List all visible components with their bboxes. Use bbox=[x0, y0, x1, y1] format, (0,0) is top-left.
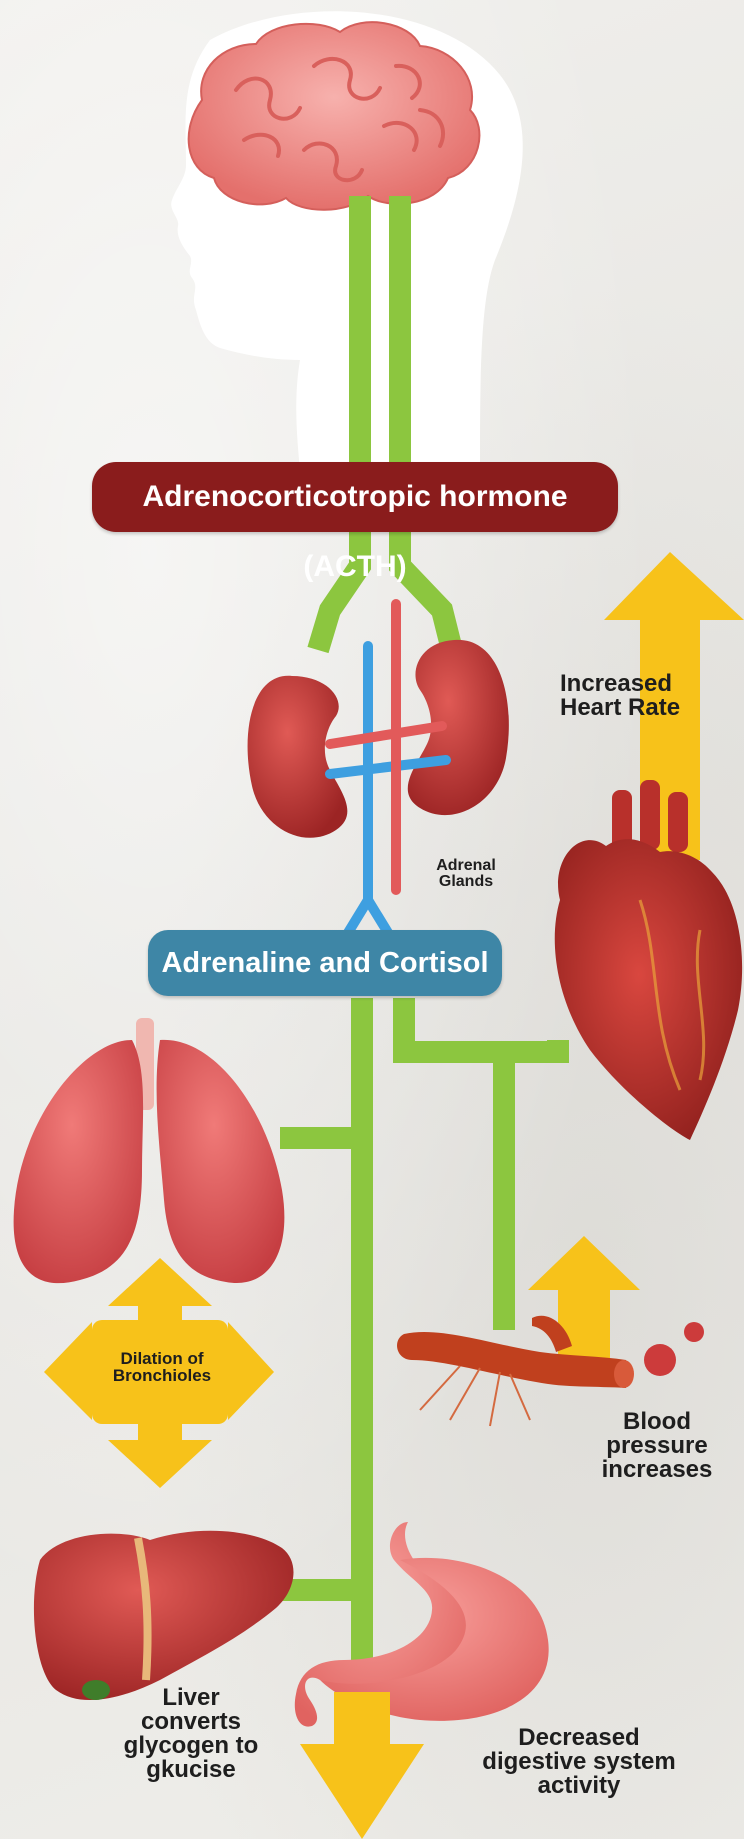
acth-hormone-label: Adrenocorticotropic hormone (ACTH) bbox=[92, 462, 618, 532]
digestive-label: Decreased digestive system activity bbox=[476, 1726, 682, 1798]
heart-rate-label: Increased Heart Rate bbox=[560, 672, 700, 720]
liver-icon bbox=[34, 1531, 294, 1700]
lungs-icon bbox=[14, 1018, 285, 1283]
adrenal-glands-label: Adrenal Glands bbox=[420, 858, 512, 890]
blood-pressure-label: Blood pressure increases bbox=[570, 1410, 744, 1482]
heart-icon bbox=[555, 780, 742, 1140]
adrenaline-cortisol-label: Adrenaline and Cortisol bbox=[148, 930, 502, 996]
bronchioles-label: Dilation of Bronchioles bbox=[96, 1350, 228, 1384]
stomach-icon bbox=[295, 1522, 549, 1727]
brain-icon bbox=[189, 22, 480, 210]
liver-label: Liver converts glycogen to gkucise bbox=[116, 1686, 266, 1782]
